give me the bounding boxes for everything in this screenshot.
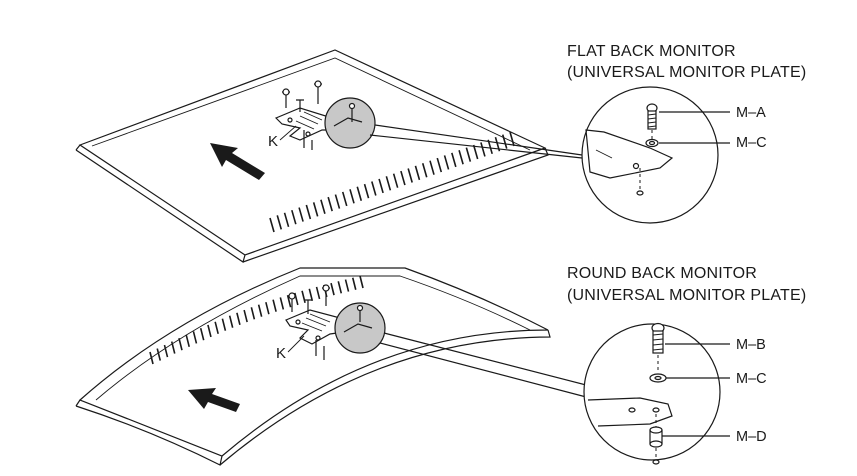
vent-slot: [320, 199, 326, 214]
flat-back-monitor: K FLAT BACK MONITOR (UNIVERSAL MONITOR: [75, 43, 806, 263]
vent-slot: [269, 217, 275, 233]
round-screws: [288, 284, 330, 360]
flat-bracket-label: K: [268, 133, 278, 150]
vent-slot: [359, 275, 364, 289]
vent-slot: [291, 209, 297, 225]
vent-slot: [385, 176, 392, 191]
flat-monitor-vents: [269, 131, 515, 233]
flat-title-line1: FLAT BACK MONITOR: [567, 43, 736, 60]
part-label-m-c-flat: M–C: [736, 135, 767, 151]
vent-slot: [276, 215, 283, 230]
screw-m-a-icon: [646, 103, 658, 130]
vent-slot: [149, 351, 154, 365]
vent-slot: [308, 288, 314, 302]
round-title-line1: ROUND BACK MONITOR: [567, 265, 757, 282]
round-zoom-source: [334, 302, 386, 354]
round-monitor-back-panel: [78, 267, 549, 457]
vent-slot: [436, 157, 443, 173]
vent-slot: [272, 299, 277, 312]
vent-slot: [421, 163, 428, 178]
vent-slot: [414, 165, 421, 181]
vent-slot: [451, 152, 457, 168]
vent-slot: [487, 139, 493, 155]
washer-m-c-icon: [649, 373, 667, 383]
vent-slot: [221, 318, 227, 331]
vent-slot: [371, 181, 377, 196]
vent-slot: [312, 202, 319, 217]
vent-slot: [501, 134, 508, 149]
vent-slot: [305, 204, 312, 220]
vent-slot: [344, 279, 350, 292]
vent-slot: [243, 309, 248, 323]
vent-slot: [363, 183, 370, 199]
vent-slot: [330, 282, 335, 296]
vent-slot: [443, 155, 450, 170]
vent-slot: [207, 324, 212, 338]
vent-slot: [509, 131, 515, 147]
vent-slot: [465, 147, 472, 162]
round-bracket-label: K: [276, 345, 286, 362]
flat-zoom-source: [324, 97, 376, 149]
vent-slot: [156, 348, 162, 361]
arrow-icon: [188, 388, 240, 412]
vent-slot: [199, 327, 205, 341]
vent-slot: [429, 160, 435, 175]
part-label-m-c-round: M–C: [736, 371, 767, 387]
round-title-line2: (UNIVERSAL MONITOR PLATE): [567, 287, 806, 304]
vent-slot: [349, 189, 355, 204]
vent-slot: [301, 290, 306, 304]
vent-slot: [334, 194, 341, 209]
round-back-monitor: K ROUN: [75, 265, 806, 466]
vent-slot: [400, 170, 406, 186]
vent-slot: [458, 150, 464, 165]
vent-slot: [480, 142, 486, 157]
part-label-m-b: M–B: [736, 337, 766, 353]
round-zoom-detail: [583, 323, 721, 461]
flat-title-line2: (UNIVERSAL MONITOR PLATE): [567, 64, 806, 81]
screw-m-b-icon: [651, 322, 665, 354]
vent-slot: [327, 196, 333, 212]
vent-slot: [298, 207, 304, 222]
arrow-icon: [210, 143, 265, 180]
vent-slot: [283, 212, 290, 228]
spacer-m-d-icon: [649, 414, 663, 465]
vent-slot: [250, 307, 256, 320]
vent-slot: [236, 312, 241, 326]
vent-slot: [472, 144, 479, 160]
vent-slot: [279, 297, 285, 310]
vent-slot: [265, 301, 270, 315]
vent-slot: [351, 277, 357, 290]
vent-slot: [407, 168, 413, 183]
round-monitor-vents: [149, 275, 364, 365]
vent-slot: [163, 344, 169, 358]
vent-slot: [170, 341, 176, 354]
vent-slot: [392, 173, 399, 188]
vent-slot: [178, 337, 183, 351]
vent-slot: [378, 178, 384, 194]
vent-slot: [341, 191, 348, 207]
vent-slot: [214, 321, 219, 334]
vent-slot: [228, 315, 234, 328]
flat-zoom-detail: [581, 86, 719, 224]
vent-slot: [286, 294, 292, 308]
vent-slot: [337, 281, 343, 294]
part-label-m-d: M–D: [736, 429, 767, 445]
flat-screws: [282, 80, 322, 150]
part-label-m-a: M–A: [736, 105, 766, 121]
vent-slot: [315, 286, 321, 300]
vent-slot: [192, 331, 198, 344]
vent-slot: [257, 304, 263, 317]
vent-slot: [185, 334, 190, 347]
washer-m-c-icon: [645, 138, 659, 148]
vent-slot: [356, 186, 363, 201]
